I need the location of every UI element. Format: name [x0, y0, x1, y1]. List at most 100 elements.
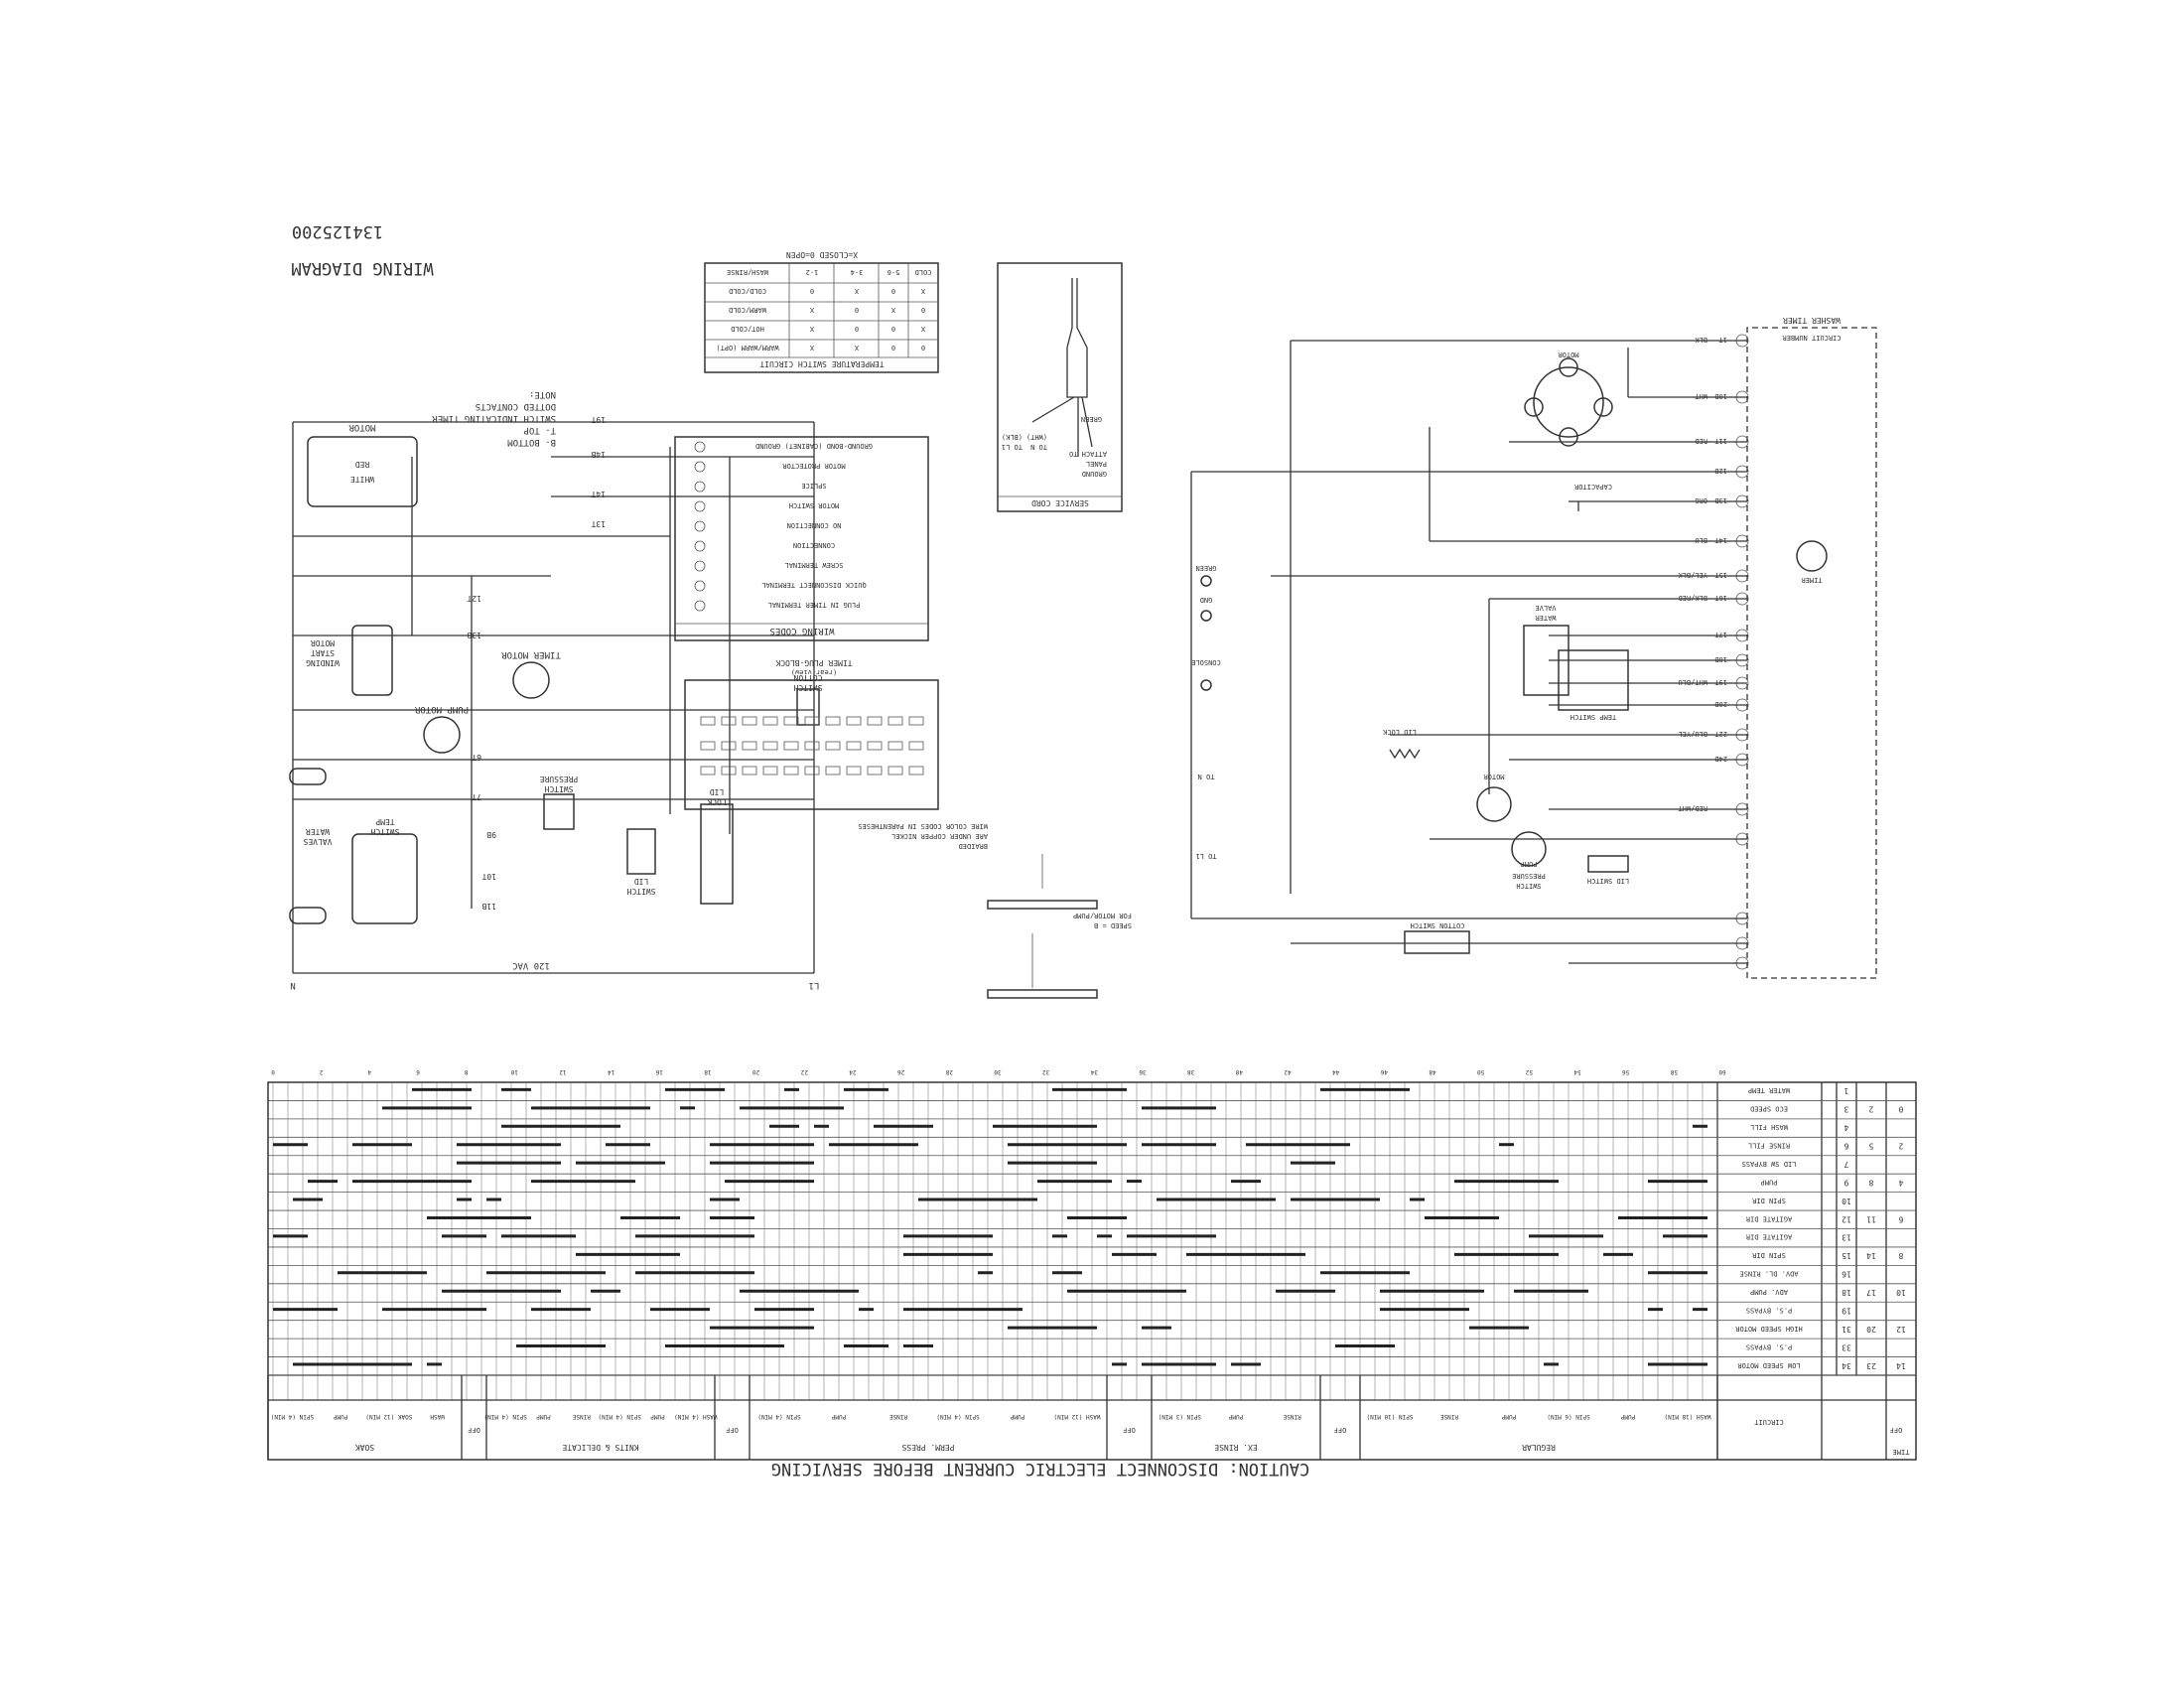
- cycle-off-label: OFF: [1890, 1426, 1903, 1434]
- timer-terminal-label: 1T: [1718, 336, 1727, 344]
- plug-cell: [867, 766, 883, 776]
- temp-switch-box: [351, 833, 418, 924]
- cycle-step: RINSE: [1283, 1413, 1300, 1420]
- timer-terminal-label: 12B: [1714, 467, 1727, 475]
- to-n-label: TO N: [1198, 773, 1215, 780]
- valve-label: VALVE: [1535, 604, 1556, 612]
- chart-row-step: 20: [1866, 1325, 1876, 1334]
- lock-label: LOCK: [707, 797, 726, 806]
- left-schematic: MOTOR RED WHITE MOTOR START WINDING TIME…: [289, 415, 822, 990]
- chart-tick: 48: [1429, 1068, 1436, 1075]
- chart-tick: 30: [994, 1068, 1002, 1075]
- cycle-step: WASH (18 MIN): [1665, 1413, 1711, 1420]
- temp-legend-cell: 0: [891, 287, 895, 295]
- temp-switch-label: TEMP SWITCH: [1570, 713, 1616, 721]
- chart-row-label: HIGH SPEED MOTOR: [1735, 1325, 1803, 1333]
- temp-switch-legend: TEMPERATURE SWITCH CIRCUIT X=CLOSED 0=OP…: [704, 250, 939, 373]
- cycle-step: SPIN (4 MIN): [483, 1413, 526, 1420]
- notes-line: SWITCH INDICATING TIMER: [432, 413, 556, 423]
- temp-legend-box: [704, 262, 939, 373]
- terminal-label: 13T: [591, 519, 606, 528]
- temp-legend-cell: COLD/COLD: [729, 287, 766, 295]
- plug-cell: [783, 766, 799, 776]
- chart-row-step: 23: [1866, 1361, 1876, 1370]
- chart-row-step: 0: [1898, 1105, 1903, 1114]
- water-valve-coil: [289, 907, 327, 924]
- chart-row-number: 16: [1842, 1270, 1851, 1279]
- cycle-step: WASH (12 MIN): [1054, 1413, 1101, 1420]
- cycle-step: SPIN (4 MIN): [271, 1413, 314, 1420]
- terminal-label: 9B: [486, 830, 496, 839]
- chart-row-number: 6: [1843, 1142, 1848, 1151]
- plug-block-title: TIMER PLUG-BLOCK: [775, 658, 852, 667]
- wire-color: RED/WHT: [1678, 804, 1707, 812]
- cycle-step: PUMP: [1620, 1413, 1635, 1420]
- chart-tick: 18: [704, 1068, 712, 1075]
- chart-tick: 12: [559, 1068, 567, 1075]
- temp-legend-header: 3-4: [851, 268, 864, 276]
- lid-lock-label: LID LOCK: [1382, 728, 1417, 736]
- chart-tick: 40: [1235, 1068, 1243, 1075]
- chart-circuit-label: CIRCUIT: [1753, 1418, 1783, 1426]
- wiring-code-item: GROUND-BOND (CABINET) GROUND: [755, 442, 873, 450]
- notes-header: NOTE:: [529, 389, 556, 399]
- l1-label: L1: [809, 980, 820, 990]
- temp-switch-box-right: [1558, 649, 1629, 711]
- plug-cell: [742, 766, 757, 776]
- diagram-title: WIRING DIAGRAM: [291, 258, 433, 278]
- cycle-step: WASH: [430, 1413, 445, 1420]
- pressure-label: PRESSURE: [540, 775, 579, 783]
- temp-legend-cell: WARM/COLD: [729, 306, 766, 314]
- motor-label-right: MOTOR: [1483, 773, 1505, 780]
- chart-row-step: 8: [1868, 1178, 1873, 1187]
- chart-row-number: 12: [1842, 1214, 1851, 1223]
- plug-cell: [721, 716, 737, 726]
- water-valve-coil: [289, 768, 327, 785]
- cord-label: PANEL: [1086, 460, 1107, 468]
- chart-row-label: P.S. BYPASS: [1746, 1306, 1792, 1314]
- temp-legend-cell: HOT/COLD: [731, 325, 764, 333]
- chart-tick: 54: [1573, 1068, 1581, 1075]
- plug-cell: [825, 741, 841, 751]
- plug-cell: [783, 741, 799, 751]
- console-label: CONSOLE: [1191, 658, 1221, 666]
- plug-cell: [846, 741, 862, 751]
- chart-row-number: 9: [1843, 1178, 1848, 1187]
- wiring-code-item: PLUG IN TIMER TERMINAL: [768, 601, 861, 609]
- callout-line: ARE UNDER COPPER NICKEL: [891, 832, 988, 840]
- chart-tick: 2: [319, 1068, 323, 1075]
- chart-tick: 26: [897, 1068, 905, 1075]
- plug-cell: [700, 716, 716, 726]
- notes-line: B- BOTTOM: [507, 437, 556, 447]
- temp-legend-cell: WARM/WARM (OPT): [716, 344, 778, 352]
- lid-label: LID: [634, 877, 649, 886]
- chart-row-number: 7: [1843, 1160, 1848, 1169]
- chart-row-number: 4: [1843, 1123, 1848, 1132]
- cord-label: ATTACH TO: [1069, 450, 1107, 458]
- chart-tick: 16: [655, 1068, 663, 1075]
- chart-tick: 24: [849, 1068, 857, 1075]
- chart-row-step: 2: [1898, 1142, 1903, 1151]
- cycle-off-label: OFF: [1123, 1426, 1136, 1434]
- chart-tick: 22: [800, 1068, 808, 1075]
- timer-terminal-label: 20B: [1714, 700, 1727, 708]
- chart-tick: 52: [1525, 1068, 1533, 1075]
- wiring-code-item: MOTOR PROTECTOR: [782, 462, 846, 470]
- plug-cell: [742, 741, 757, 751]
- motor-box: [307, 436, 418, 507]
- timer-terminal-label: 16T: [1714, 594, 1727, 602]
- chart-tick: 8: [464, 1068, 468, 1075]
- chart-row-label: LID SW BYPASS: [1742, 1160, 1797, 1168]
- temp-legend-header: WASH/RINSE: [727, 268, 768, 276]
- chart-row-number: 15: [1842, 1251, 1851, 1260]
- temp-legend-cell: 0: [921, 306, 925, 314]
- chart-tick: 42: [1284, 1068, 1292, 1075]
- chart-tick: 46: [1380, 1068, 1388, 1075]
- chart-row-step: 8: [1898, 1251, 1903, 1260]
- part-number: 134125200: [292, 221, 383, 241]
- chart-tick: 4: [367, 1068, 371, 1075]
- washer-timer-title: WASHER TIMER: [1783, 316, 1841, 325]
- cycle-name: KNITS & DELICATE: [562, 1443, 638, 1452]
- right-schematic: WASHER TIMER CIRCUIT NUMBER 1T10B11T12B1…: [1190, 316, 1877, 979]
- wire-color: BLU/YEL: [1678, 730, 1707, 738]
